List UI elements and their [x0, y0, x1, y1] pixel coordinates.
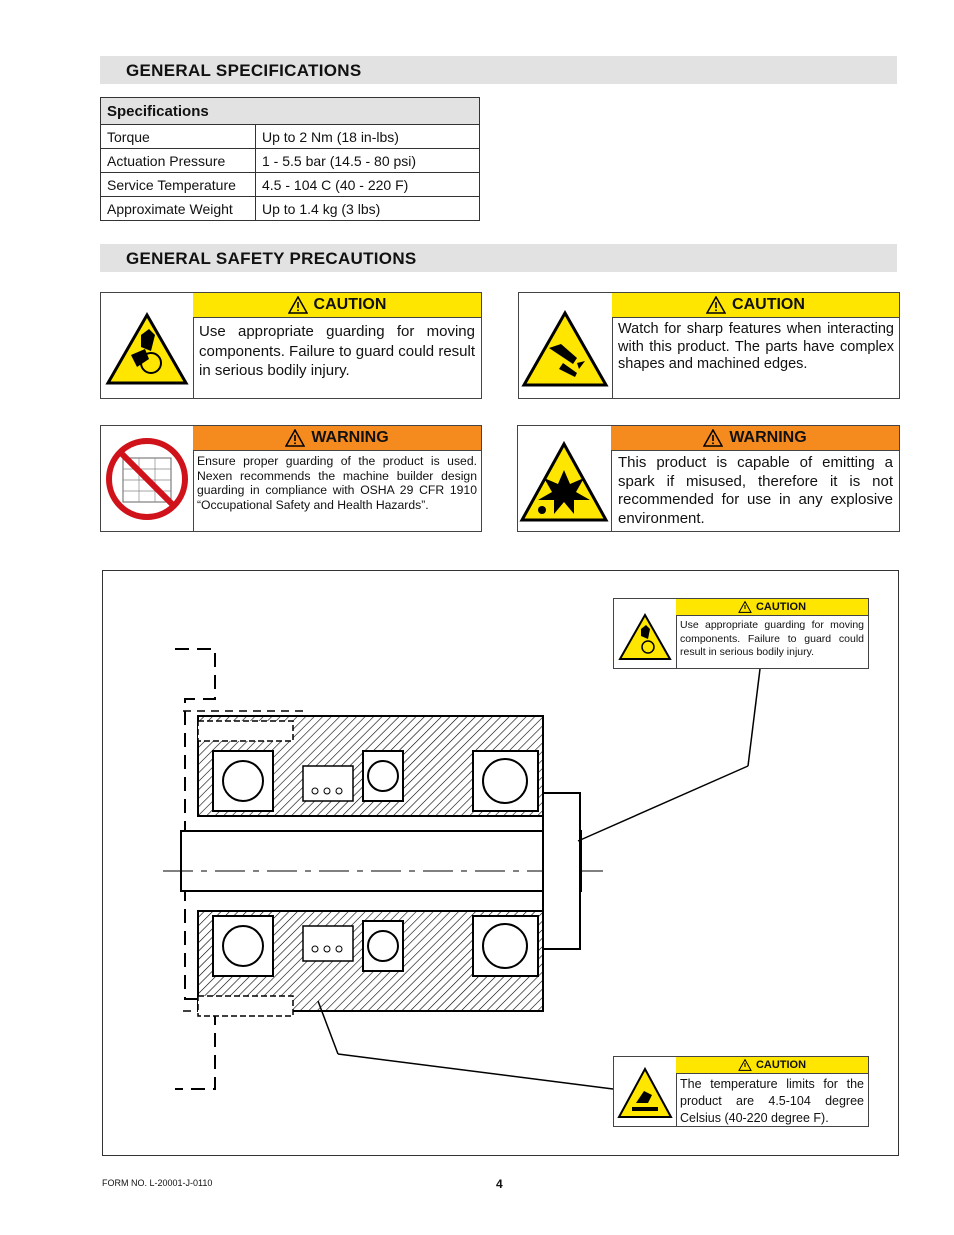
- moving-parts-hazard-icon: [101, 293, 194, 398]
- spec-value: 1 - 5.5 bar (14.5 - 80 psi): [255, 148, 480, 173]
- diagram-callout-temperature: CAUTION The temperature limits for the p…: [613, 1056, 869, 1127]
- alert-triangle-icon: [287, 296, 308, 314]
- caution-text: Use appropriate guarding for moving comp…: [680, 619, 864, 659]
- alert-triangle-icon: [703, 429, 724, 447]
- caution-box-sharp-features: CAUTION Watch for sharp features when in…: [518, 292, 900, 399]
- page-number: 4: [496, 1177, 503, 1191]
- caution-header: CAUTION: [676, 1057, 868, 1074]
- caution-box-guarding: CAUTION Use appropriate guarding for mov…: [100, 292, 482, 399]
- alert-triangle-icon: [706, 296, 727, 314]
- alert-triangle-icon: [738, 601, 752, 613]
- spec-label: Torque: [100, 124, 256, 149]
- moving-parts-hazard-icon: [614, 599, 677, 668]
- spec-label: Actuation Pressure: [100, 148, 256, 173]
- spec-value: Up to 1.4 kg (3 lbs): [255, 196, 480, 221]
- section-header-specifications: GENERAL SPECIFICATIONS: [100, 56, 897, 84]
- caution-label: CAUTION: [732, 296, 805, 313]
- warning-box-osha: WARNING Ensure proper guarding of the pr…: [100, 425, 482, 532]
- caution-header: CAUTION: [676, 599, 868, 616]
- caution-text: Watch for sharp features when interactin…: [618, 321, 894, 373]
- warning-text: Ensure proper guarding of the product is…: [197, 454, 477, 512]
- no-unguarded-operation-icon: [101, 426, 194, 531]
- section-header-safety: GENERAL SAFETY PRECAUTIONS: [100, 244, 897, 272]
- warning-header: WARNING: [193, 426, 481, 451]
- warning-header: WARNING: [611, 426, 899, 451]
- spec-value: 4.5 - 104 C (40 - 220 F): [255, 172, 480, 197]
- caution-header: CAUTION: [612, 293, 899, 318]
- spec-label: Service Temperature: [100, 172, 256, 197]
- caution-label: CAUTION: [755, 1059, 807, 1071]
- spec-label: Approximate Weight: [100, 196, 256, 221]
- caution-text: Use appropriate guarding for moving comp…: [199, 323, 475, 379]
- explosion-hazard-icon: [518, 426, 612, 531]
- alert-triangle-icon: [285, 429, 306, 447]
- cross-section-diagram: CAUTION Use appropriate guarding for mov…: [102, 570, 899, 1156]
- warning-text: This product is capable of emitting a sp…: [618, 454, 893, 527]
- form-number: FORM NO. L-20001-J-0110: [102, 1178, 213, 1188]
- caution-label: CAUTION: [313, 296, 387, 313]
- brake-cross-section-drawing: [163, 648, 761, 1090]
- spec-value: Up to 2 Nm (18 in-lbs): [255, 124, 480, 149]
- hot-surface-hazard-icon: [614, 1057, 677, 1126]
- caution-header: CAUTION: [193, 293, 481, 318]
- warning-box-explosive: WARNING This product is capable of emitt…: [517, 425, 900, 532]
- sharp-edge-hazard-icon: [519, 293, 613, 398]
- alert-triangle-icon: [738, 1059, 752, 1071]
- warning-label: WARNING: [311, 429, 389, 446]
- section-title: GENERAL SPECIFICATIONS: [126, 61, 362, 80]
- caution-text: The temperature limits for the product a…: [680, 1077, 864, 1125]
- diagram-callout-guarding: CAUTION Use appropriate guarding for mov…: [613, 598, 869, 669]
- caution-label: CAUTION: [755, 601, 807, 613]
- warning-label: WARNING: [729, 429, 807, 446]
- section-title: GENERAL SAFETY PRECAUTIONS: [126, 249, 417, 268]
- table-header: Specifications: [100, 97, 480, 125]
